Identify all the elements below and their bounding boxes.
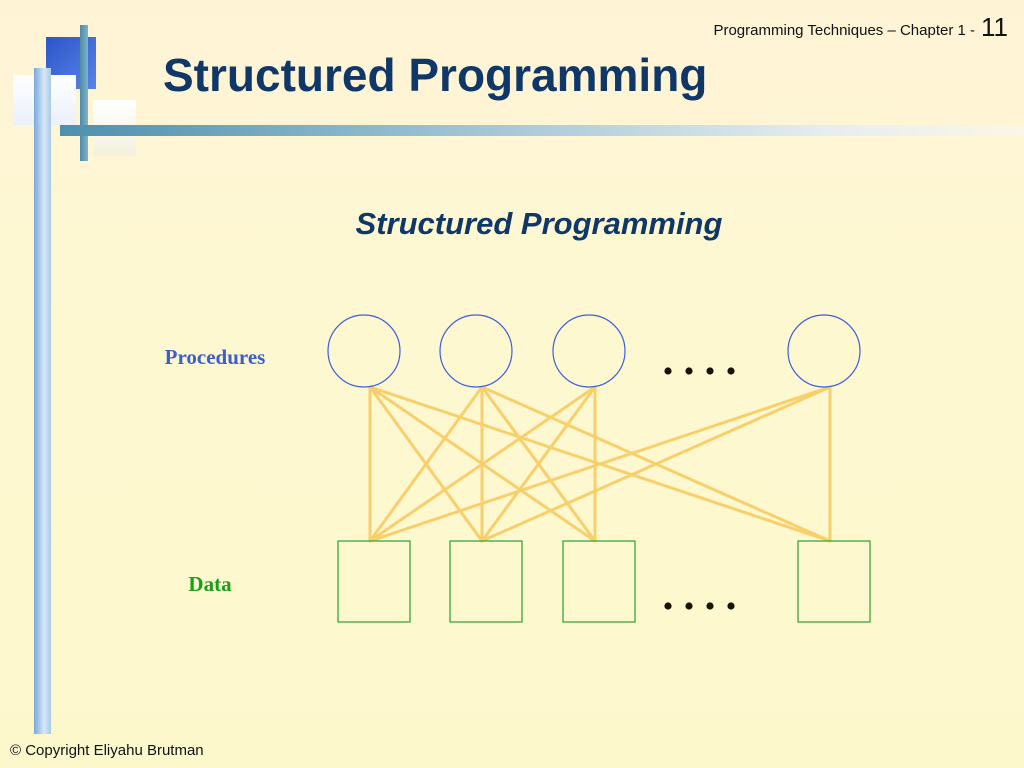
- procedures-label: Procedures: [165, 345, 266, 369]
- ellipsis-dot: [706, 367, 714, 375]
- data-box: [337, 540, 411, 623]
- ellipsis-data: [664, 602, 735, 610]
- procedure-circle: [552, 314, 626, 388]
- slide-header: Programming Techniques – Chapter 1 - 11: [713, 14, 1008, 40]
- copyright-footer: © Copyright Eliyahu Brutman: [10, 742, 204, 759]
- decor-horizontal-bar: [60, 125, 1024, 136]
- slide-number: 11: [981, 12, 1008, 42]
- data-box: [797, 540, 871, 623]
- data-box: [449, 540, 523, 623]
- procedure-circle: [327, 314, 401, 388]
- link-line: [480, 385, 832, 543]
- link-line: [368, 385, 832, 543]
- data-box: [562, 540, 636, 623]
- procedure-circle: [439, 314, 513, 388]
- ellipsis-procedures: [664, 367, 735, 375]
- ellipsis-dot: [706, 602, 714, 610]
- link-line: [368, 385, 484, 543]
- ellipsis-dot: [685, 602, 693, 610]
- diagram-heading: Structured Programming: [356, 206, 723, 241]
- decor-vertical-bar-left: [34, 68, 51, 734]
- slide-title: Structured Programming: [163, 49, 708, 101]
- ellipsis-dot: [685, 367, 693, 375]
- link-line: [368, 385, 597, 543]
- ellipsis-dot: [727, 602, 735, 610]
- chapter-label: Programming Techniques – Chapter 1 -: [713, 22, 975, 39]
- data-row: [337, 540, 871, 623]
- ellipsis-dot: [727, 367, 735, 375]
- decor-vertical-bar-short: [80, 25, 88, 161]
- data-label: Data: [188, 572, 232, 596]
- ellipsis-dot: [664, 367, 672, 375]
- link-lines: [368, 385, 832, 543]
- procedures-row: [327, 314, 861, 388]
- link-line: [480, 385, 597, 543]
- ellipsis-dot: [664, 602, 672, 610]
- procedure-circle: [787, 314, 861, 388]
